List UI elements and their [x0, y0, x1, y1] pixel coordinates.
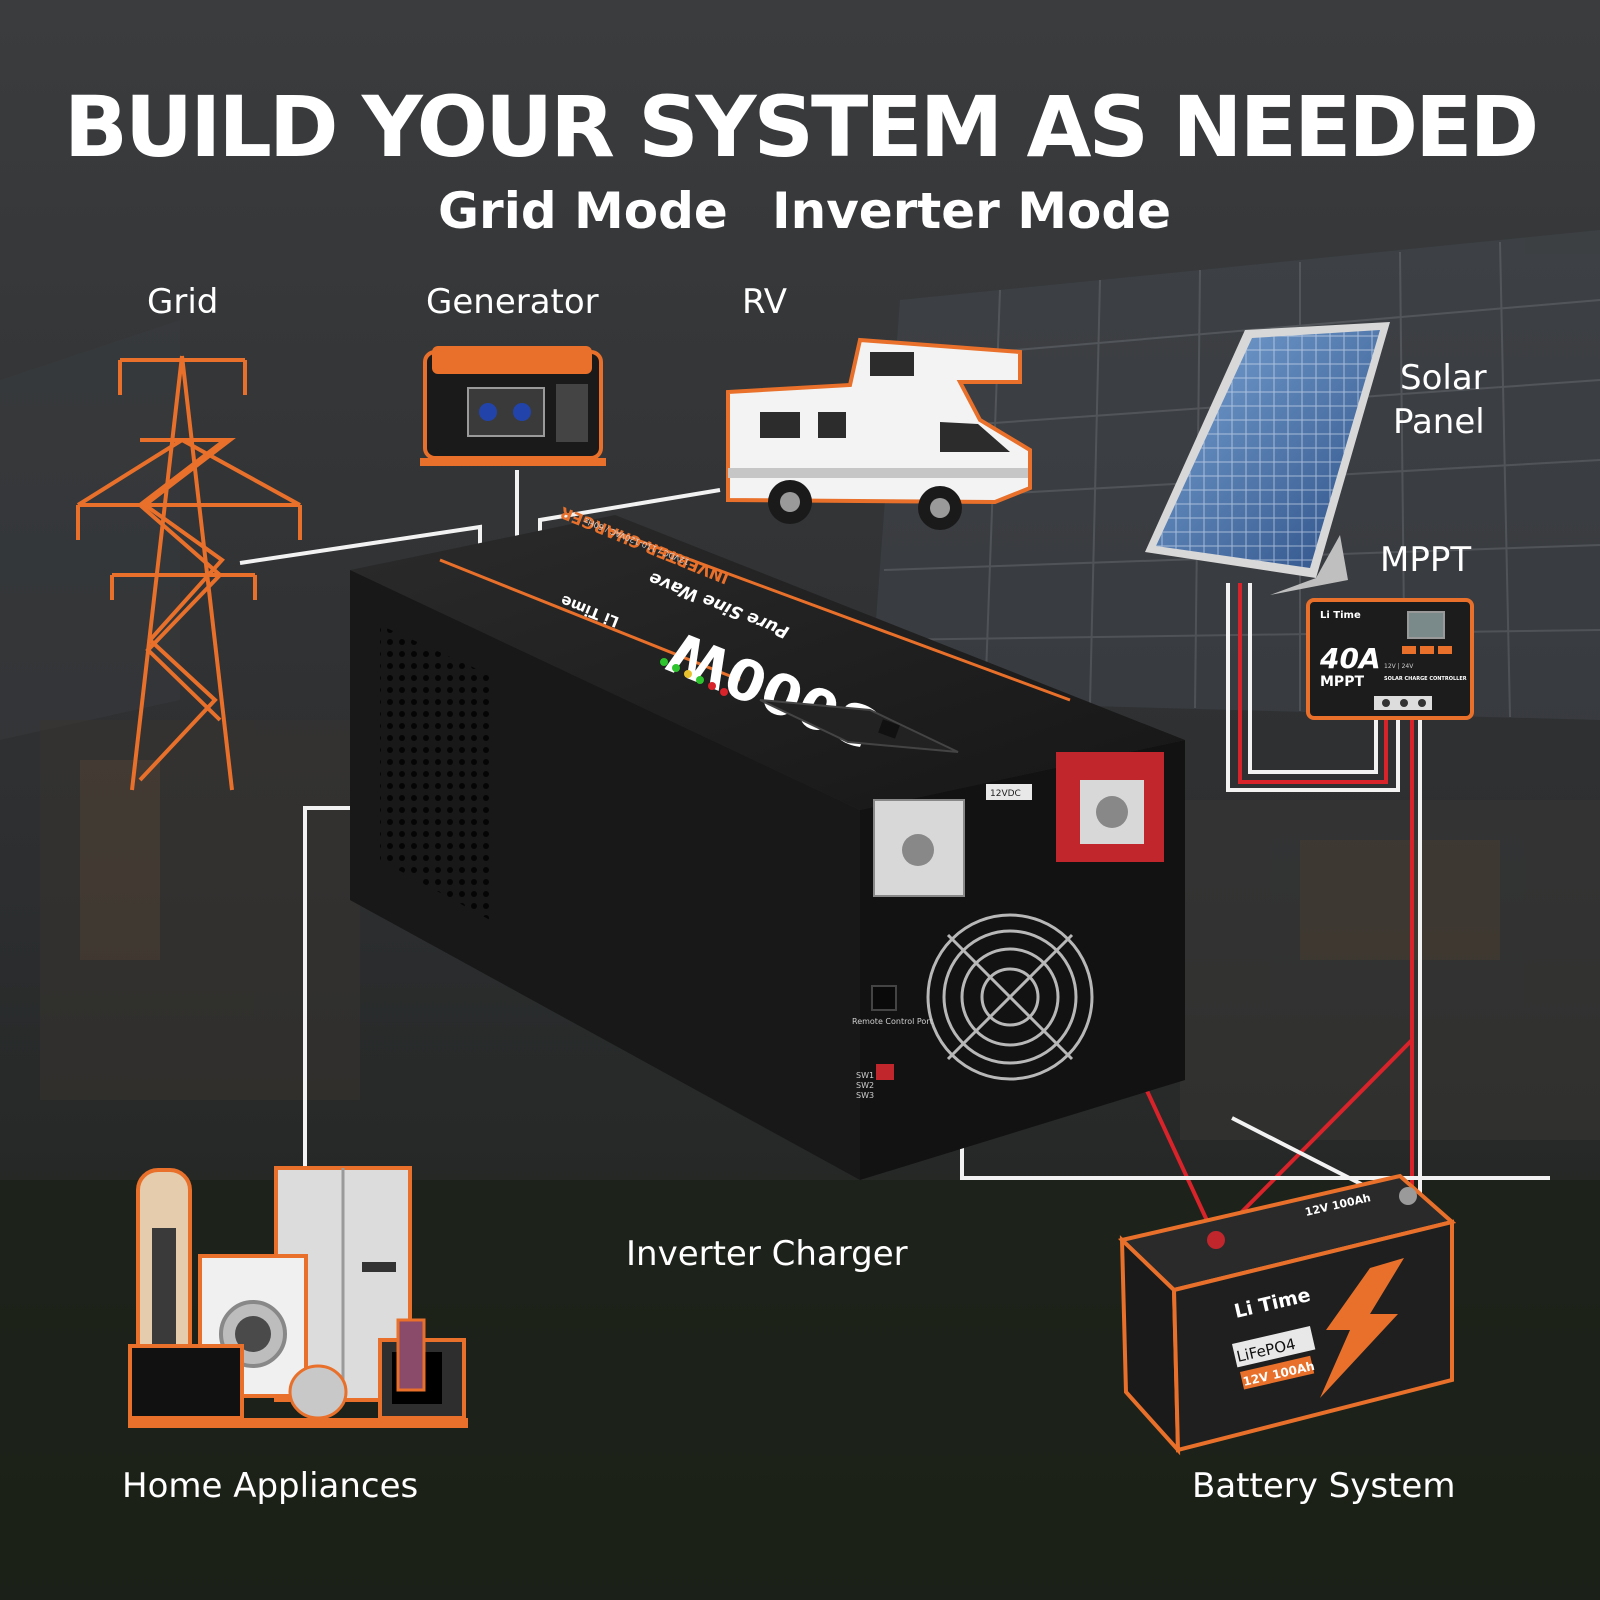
switch-1-label: SW1	[856, 1071, 874, 1080]
mppt-name: MPPT	[1320, 674, 1364, 690]
mppt-desc: SOLAR CHARGE CONTROLLER	[1384, 676, 1467, 682]
generator-label: Generator	[426, 282, 599, 322]
switch-2-label: SW2	[856, 1081, 874, 1090]
remote-port-label: Remote Control Port	[852, 1017, 933, 1026]
grid-mode-heading: Grid Mode	[438, 182, 728, 240]
wire-solar-to-mppt	[1226, 583, 1400, 792]
mppt-controller-icon: Li Time 40A MPPT 12V | 24V SOLAR CHARGE …	[1306, 598, 1474, 720]
pressure-cooker-icon	[288, 1364, 348, 1420]
solar-panel-icon	[1145, 322, 1390, 595]
television-icon	[128, 1344, 244, 1420]
battery-system-label: Battery System	[1192, 1466, 1456, 1506]
wire-mppt-to-battery	[1212, 712, 1422, 1242]
mppt-voltage: 12V | 24V	[1384, 663, 1414, 670]
battery-icon: 12V 100Ah Li Time LiFePO4 12V 100Ah	[1117, 1173, 1457, 1456]
solar-panel-label-line2: Panel	[1393, 402, 1485, 442]
inverter-voltage-tag: 12VDC	[990, 789, 1021, 799]
inverter-mode-heading: Inverter Mode	[772, 182, 1172, 240]
mppt-brand: Li Time	[1320, 610, 1361, 621]
home-appliances-icon	[128, 1166, 468, 1428]
grid-label: Grid	[147, 282, 219, 322]
cooling-fan-icon	[926, 913, 1094, 1081]
solar-panel-label-line1: Solar	[1400, 358, 1487, 398]
mppt-label: MPPT	[1380, 540, 1472, 580]
blender-icon	[396, 1318, 426, 1392]
rv-icon	[726, 337, 1032, 530]
rv-label: RV	[742, 282, 788, 322]
home-appliances-label: Home Appliances	[122, 1466, 419, 1506]
mppt-rating: 40A	[1319, 642, 1381, 675]
grid-tower-icon	[76, 355, 302, 791]
switch-3-label: SW3	[856, 1091, 874, 1100]
generator-icon	[420, 346, 606, 466]
inverter-charger-label: Inverter Charger	[626, 1234, 908, 1274]
wire-home-appliances	[303, 806, 356, 1170]
inverter-charger-icon: 3000W Pure Sine Wave INVERTER CHARGER Li…	[350, 503, 1185, 1180]
status-leds	[660, 658, 728, 696]
page-title: BUILD YOUR SYSTEM AS NEEDED	[63, 78, 1539, 176]
